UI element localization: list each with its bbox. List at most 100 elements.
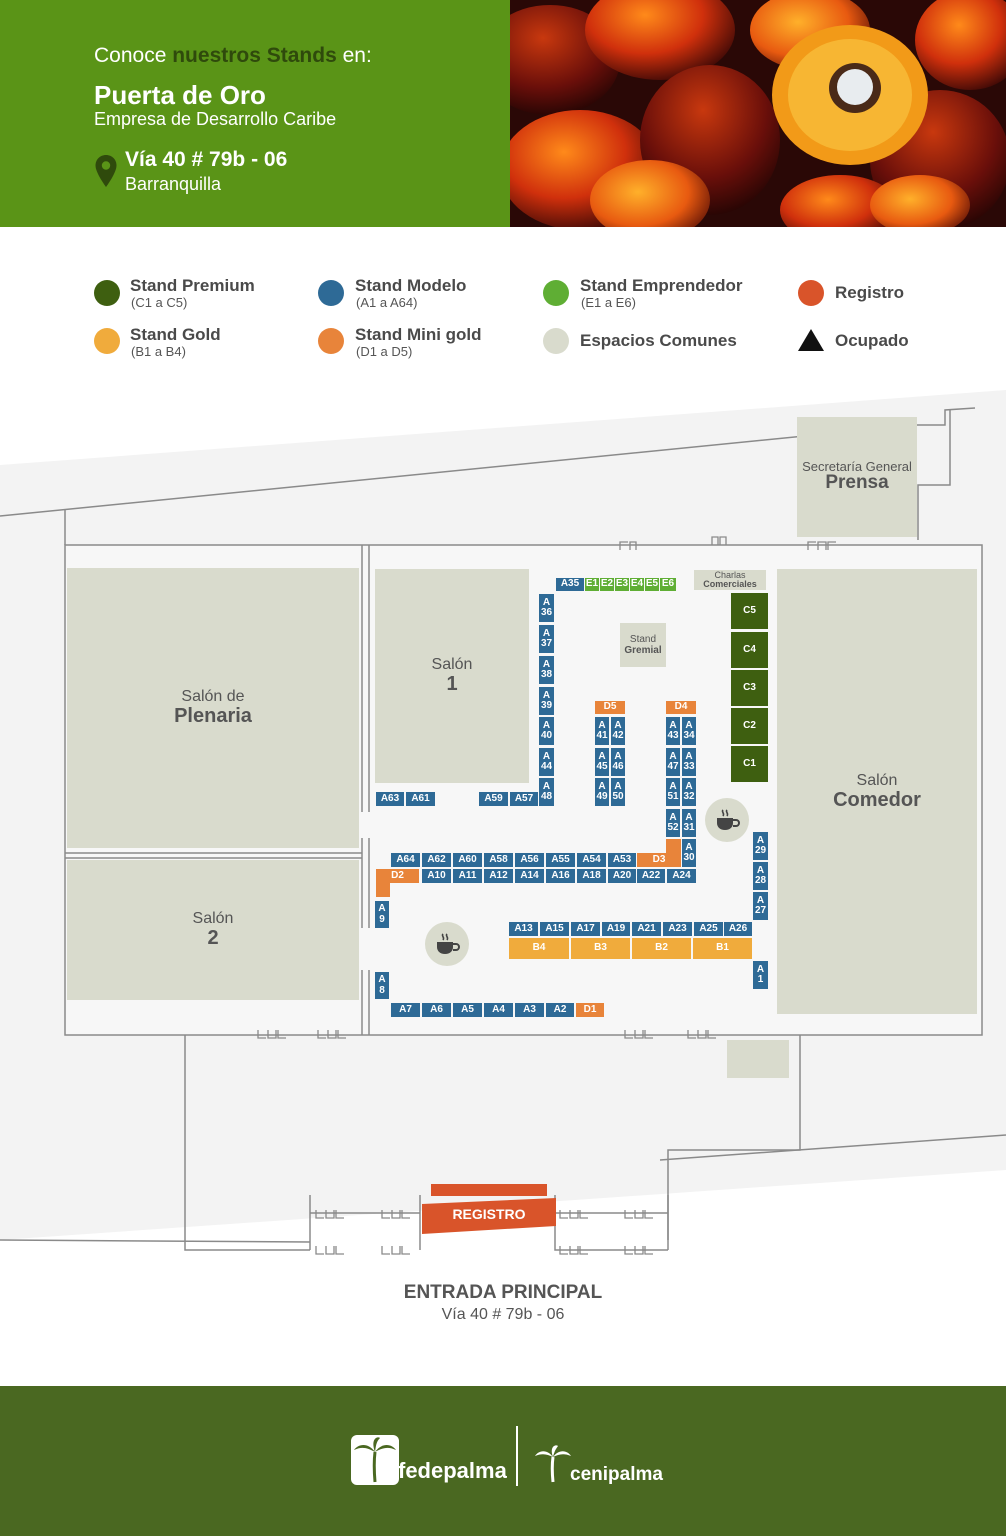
legend-range-gold: (B1 a B4) (131, 344, 186, 359)
registro-label[interactable]: REGISTRO (452, 1206, 526, 1222)
stand-emprendedor[interactable]: E1 (585, 578, 599, 591)
city: Barranquilla (125, 174, 222, 194)
stand-modelo[interactable]: A24 (667, 869, 696, 883)
stand-modelo[interactable]: A16 (546, 869, 575, 883)
stand-modelo[interactable]: A3 (515, 1003, 544, 1017)
stand-modelo[interactable]: A55 (546, 853, 575, 867)
stand-modelo[interactable]: A14 (515, 869, 544, 883)
stand-modelo[interactable]: A25 (694, 922, 723, 936)
stand-premium[interactable]: C2 (731, 708, 768, 744)
stand-modelo[interactable]: A10 (422, 869, 451, 883)
stand-mini-gold[interactable]: D3 (637, 853, 681, 867)
stand-modelo[interactable]: A12 (484, 869, 513, 883)
stand-emprendedor[interactable]: E3 (615, 578, 629, 591)
stand-modelo[interactable]: A53 (608, 853, 636, 867)
stand-modelo[interactable]: A7 (391, 1003, 420, 1017)
stand-modelo[interactable]: A17 (571, 922, 600, 936)
header: Conoce nuestros Stands en: Puerta de Oro… (0, 0, 1006, 227)
stand-modelo[interactable]: A5 (453, 1003, 482, 1017)
stand-modelo[interactable]: A35 (556, 578, 584, 591)
stand-modelo[interactable]: A26 (724, 922, 752, 936)
stand-modelo[interactable]: A62 (422, 853, 451, 867)
stand-emprendedor[interactable]: E6 (660, 578, 676, 591)
stand-emprendedor[interactable]: E5 (645, 578, 659, 591)
stand-modelo[interactable]: A21 (632, 922, 661, 936)
stand-modelo[interactable]: A57 (510, 792, 538, 806)
stand-modelo[interactable]: A20 (608, 869, 636, 883)
room-salon-1: Salón 1 (375, 569, 529, 783)
stand-modelo[interactable]: A61 (406, 792, 435, 806)
stand-gremial-line2: Gremial (624, 644, 662, 656)
stand-modelo[interactable]: A15 (540, 922, 569, 936)
stand-modelo[interactable]: A19 (602, 922, 630, 936)
stand-emprendedor[interactable]: E4 (630, 578, 644, 591)
stand-modelo[interactable]: A4 (484, 1003, 513, 1017)
stand-modelo[interactable]: A59 (479, 792, 508, 806)
stand-modelo[interactable]: A58 (484, 853, 513, 867)
intro-prefix: Conoce (94, 44, 167, 67)
stand-gold[interactable]: B4 (509, 938, 569, 959)
stand-mini-gold[interactable]: D1 (576, 1003, 604, 1017)
stand-modelo[interactable]: A56 (515, 853, 544, 867)
stand-mini-gold-extension (666, 839, 681, 855)
room-prensa: Secretaría General Prensa (797, 417, 917, 537)
stand-mini-gold[interactable]: D4 (666, 701, 696, 714)
intro-suffix: en: (342, 44, 372, 67)
legend-label-modelo: Stand Modelo (355, 276, 467, 295)
stand-emprendedor[interactable]: E2 (600, 578, 614, 591)
stand-premium[interactable]: C5 (731, 593, 768, 629)
stand-premium[interactable]: C3 (731, 670, 768, 706)
stand-modelo[interactable]: A22 (637, 869, 665, 883)
stand-modelo[interactable]: A13 (509, 922, 538, 936)
stand-premium[interactable]: C4 (731, 632, 768, 668)
footer: fedepalma cenipalma (0, 1386, 1006, 1536)
stand-modelo[interactable]: A2 (546, 1003, 574, 1017)
stand-gold[interactable]: B2 (632, 938, 691, 959)
stand-gold[interactable]: B1 (693, 938, 752, 959)
legend-dot-registro (798, 280, 824, 306)
legend-range-mini-gold: (D1 a D5) (356, 344, 413, 359)
stand-modelo[interactable]: A23 (663, 922, 692, 936)
stand-modelo[interactable]: A64 (391, 853, 420, 867)
fedepalma-logo[interactable]: fedepalma (398, 1458, 507, 1483)
stand-modelo[interactable]: A63 (376, 792, 404, 806)
stand-modelo[interactable]: A54 (577, 853, 606, 867)
stand-modelo[interactable]: A18 (577, 869, 606, 883)
stand-modelo[interactable]: A60 (453, 853, 482, 867)
cenipalma-logo[interactable]: cenipalma (570, 1464, 663, 1485)
stand-gold[interactable]: B3 (571, 938, 630, 959)
stand-mini-gold[interactable]: D5 (595, 701, 625, 714)
stand-modelo[interactable]: A6 (422, 1003, 451, 1017)
room-comedor-line2: Comedor (833, 788, 921, 811)
stand-modelo[interactable]: A11 (453, 869, 482, 883)
stand-premium[interactable]: C1 (731, 746, 768, 782)
